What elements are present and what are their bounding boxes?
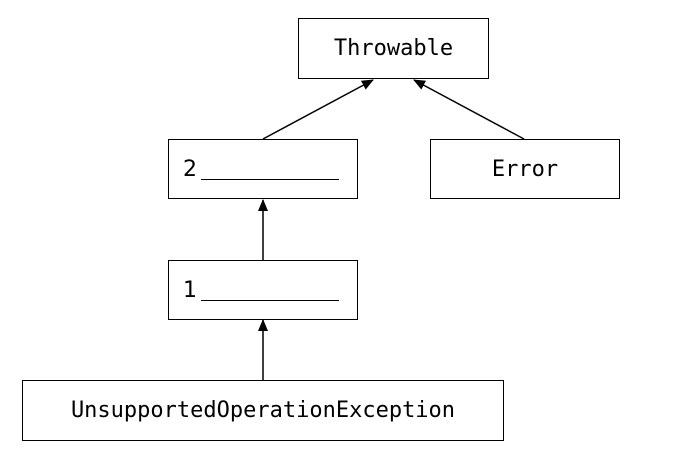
error-box: Error	[430, 139, 620, 199]
unsupported-operation-exception-label: UnsupportedOperationException	[70, 398, 456, 423]
edge-error-to-throwable	[413, 79, 525, 140]
throwable-box: Throwable	[298, 18, 489, 79]
blank-answer-line-1	[201, 284, 339, 301]
blank-number-2: 2	[183, 156, 197, 182]
error-label: Error	[491, 156, 559, 182]
edge-blank2-to-throwable	[262, 79, 374, 140]
blank-number-1: 1	[183, 277, 197, 303]
blank-answer-line-2	[201, 163, 339, 180]
blank-box-1: 1	[168, 260, 358, 320]
blank-box-2: 2	[168, 139, 358, 199]
unsupported-operation-exception-box: UnsupportedOperationException	[22, 380, 504, 441]
throwable-label: Throwable	[333, 36, 454, 61]
